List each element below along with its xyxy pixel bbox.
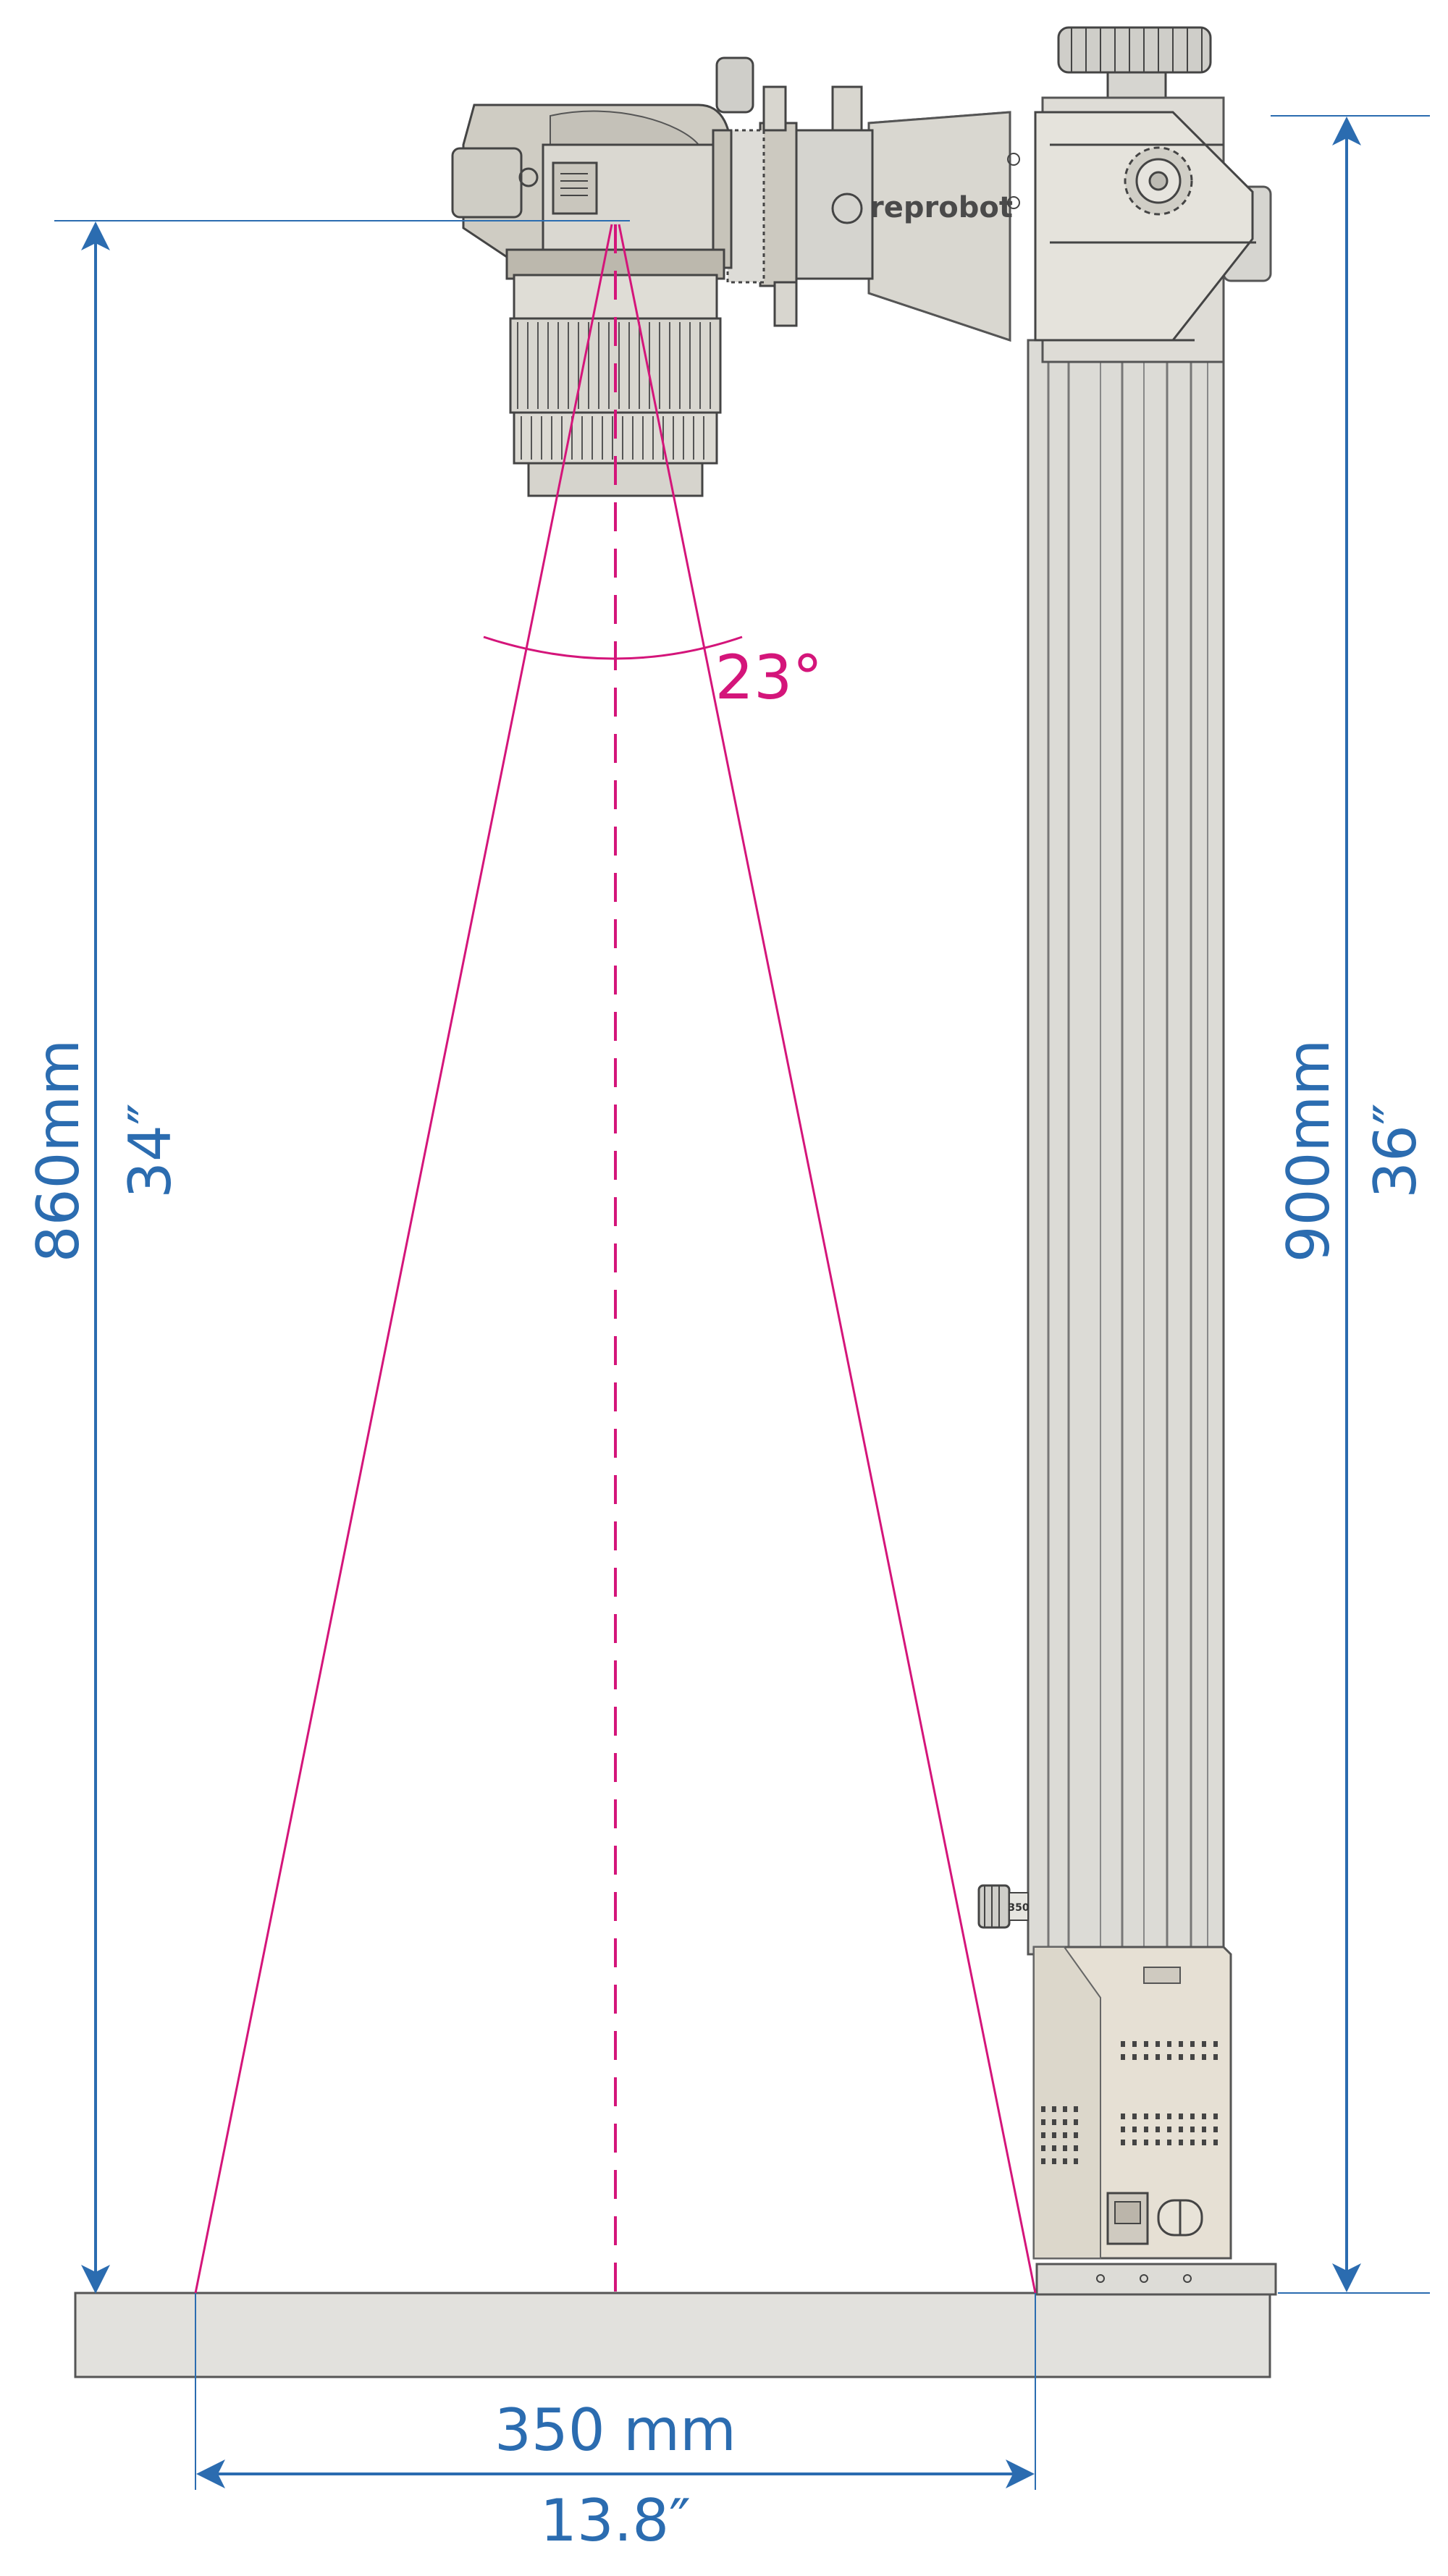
gear-icon	[1124, 146, 1193, 216]
fov-right-edge	[618, 224, 1037, 2294]
vent-grid	[1041, 2041, 1218, 2164]
column-label: 350	[1008, 1902, 1029, 1914]
camera-body	[451, 104, 733, 280]
base-board	[74, 2292, 1271, 2378]
column-height-metric: 900mm	[1275, 1039, 1342, 1263]
carriage-head: reprobot	[867, 96, 1272, 363]
field-width-metric: 350 mm	[494, 2396, 736, 2464]
column	[1027, 339, 1225, 1956]
base-housing	[1032, 1946, 1277, 2296]
camera-height-dimension: 860mm 34″	[25, 220, 630, 2294]
brand-label: reprobot	[870, 191, 1013, 224]
fov-left-edge	[194, 224, 613, 2294]
camera-height-imperial: 34″	[117, 1103, 184, 1199]
field-width-imperial: 13.8″	[540, 2487, 691, 2554]
camera-height-metric: 860mm	[25, 1039, 92, 1263]
rotation-mount	[715, 56, 874, 327]
height-lock-knob: 350	[977, 1884, 1030, 1929]
column-height-imperial: 36″	[1362, 1103, 1429, 1199]
view-angle-label: 23°	[715, 642, 823, 713]
column-height-dimension: 900mm 36″	[1271, 115, 1430, 2294]
field-of-view: 23°	[194, 224, 1037, 2294]
angle-arc	[483, 635, 743, 660]
top-knob	[1057, 26, 1212, 103]
field-width-dimension: 350 mm 13.8″	[195, 2293, 1036, 2554]
